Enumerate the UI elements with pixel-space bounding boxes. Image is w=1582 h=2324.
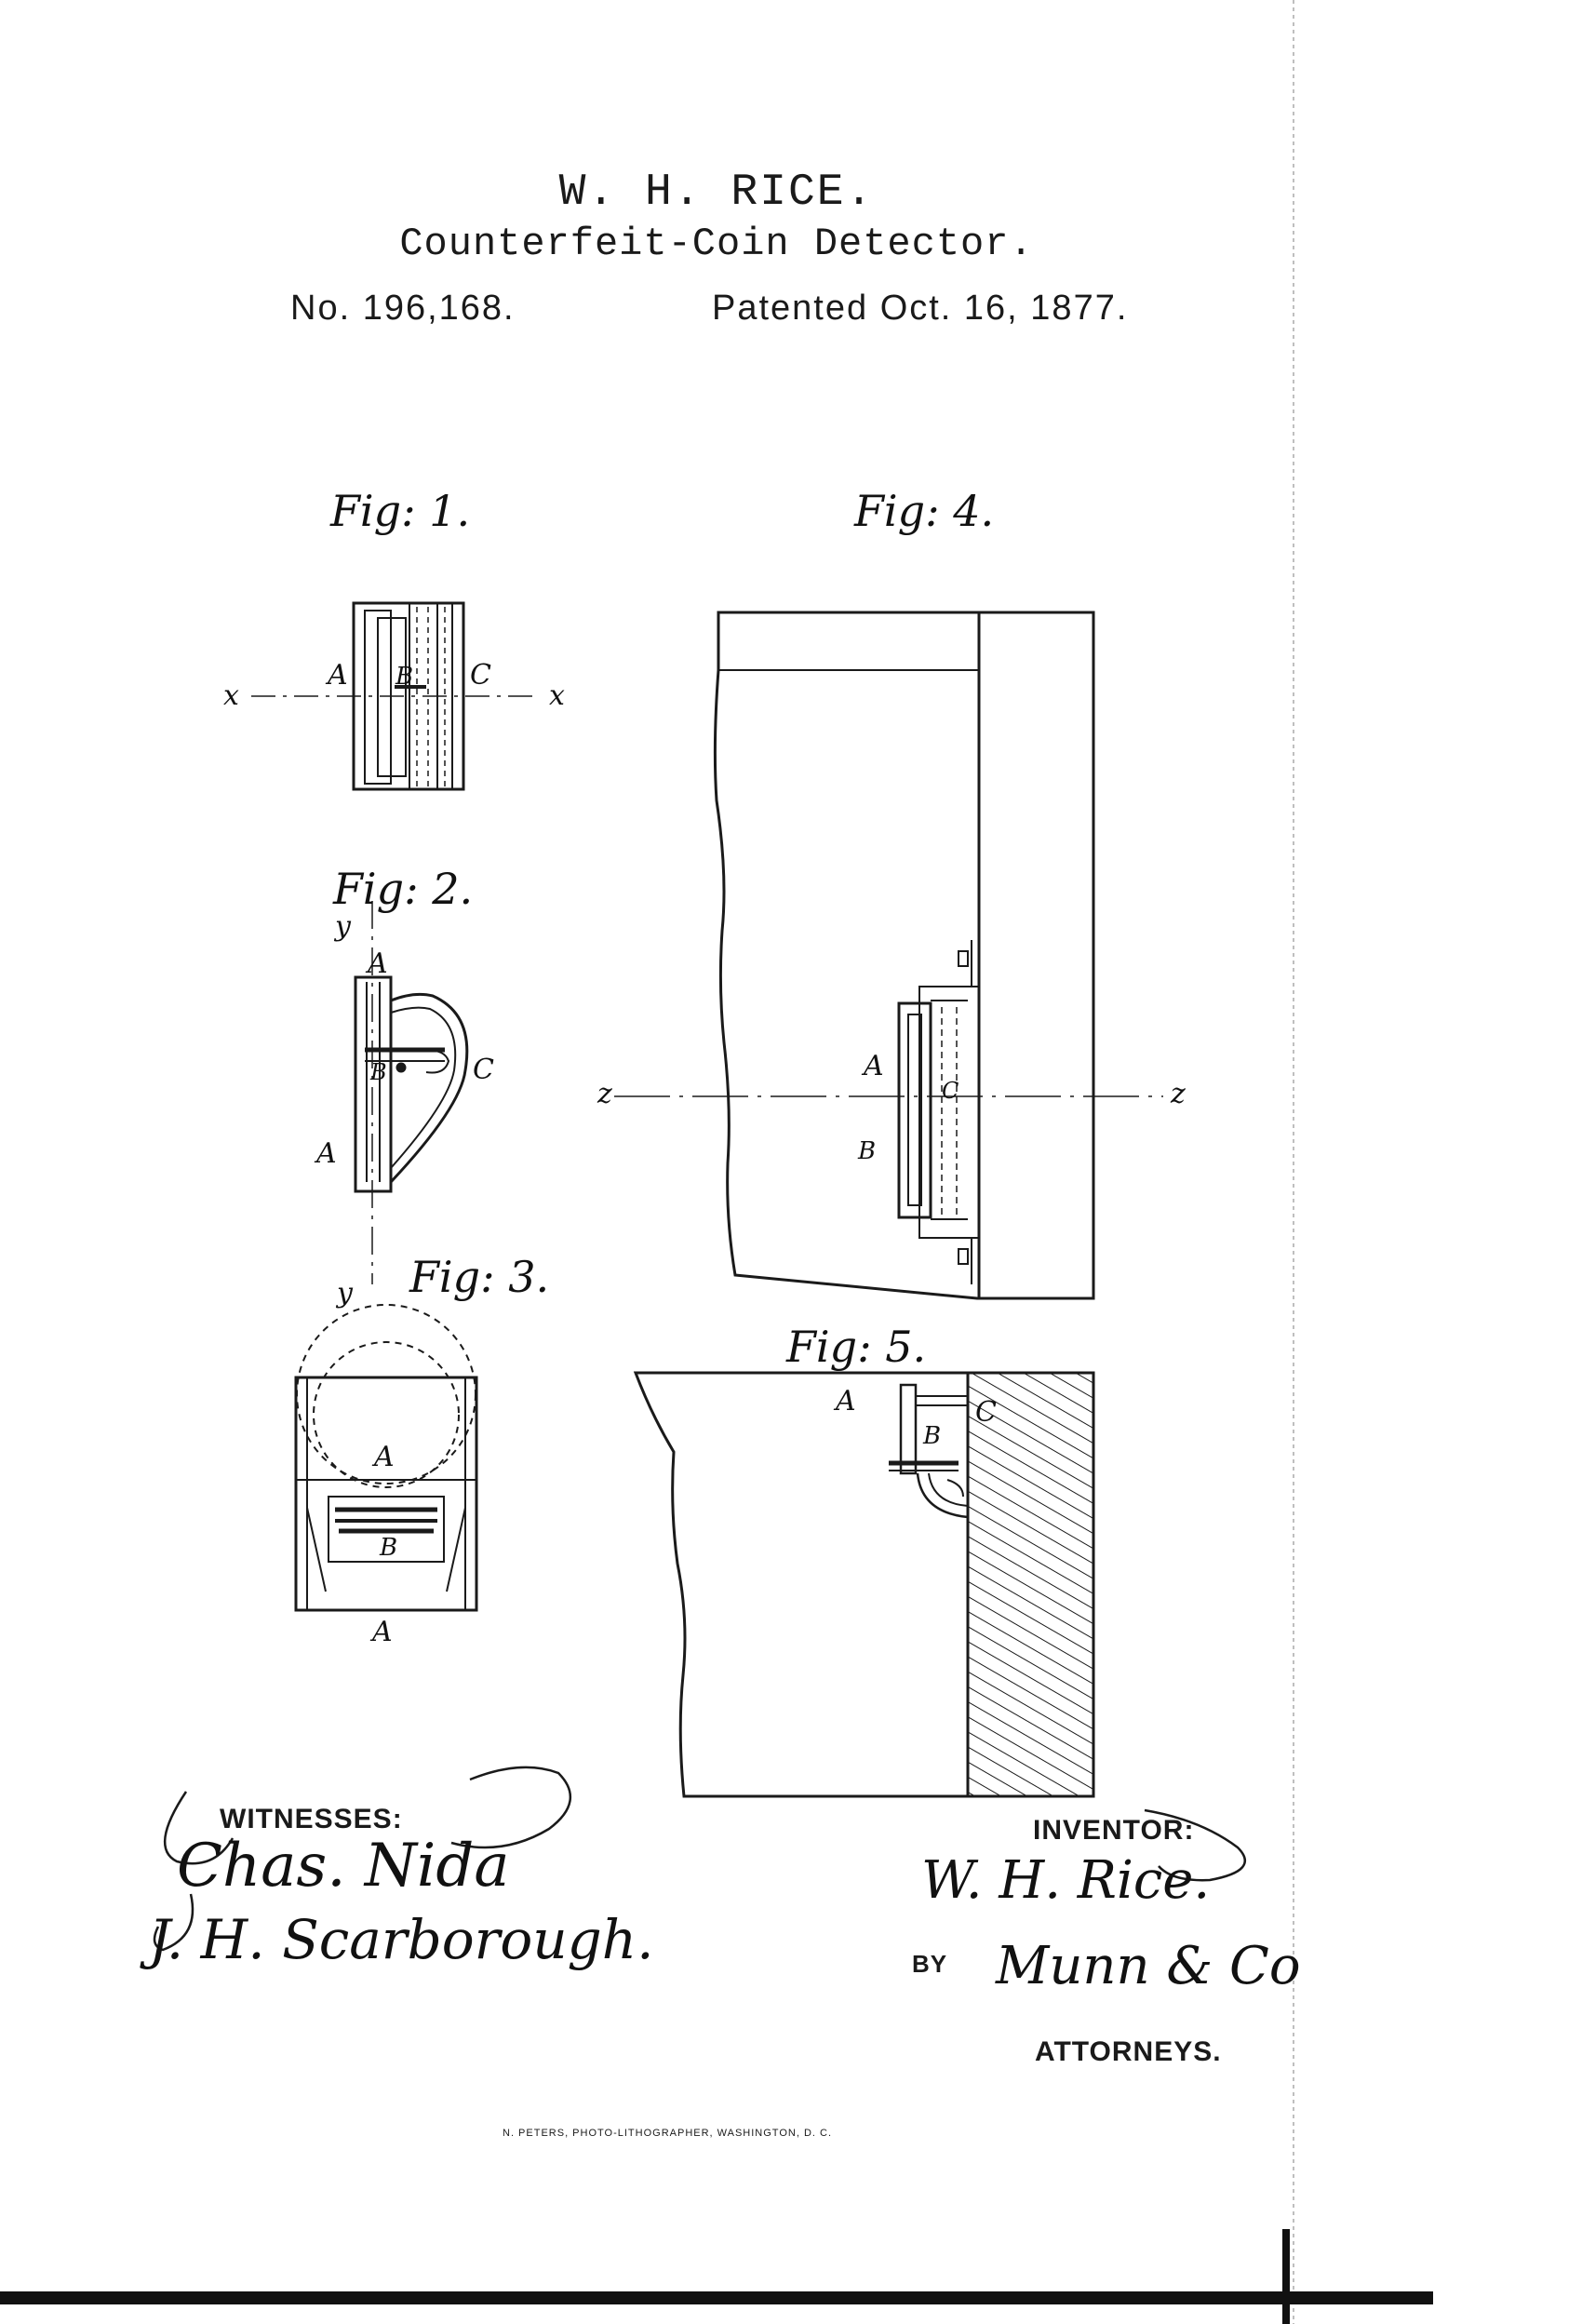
fig-3-label: Fig: 3. bbox=[409, 1252, 550, 1302]
fig4-letter-a: A bbox=[864, 1050, 884, 1082]
fig2-letter-b: B bbox=[370, 1059, 387, 1085]
lithographer-credit: N. PETERS, PHOTO-LITHOGRAPHER, WASHINGTO… bbox=[503, 2128, 832, 2139]
signature-flourishes bbox=[153, 1766, 1247, 1952]
fig1-letter-a: A bbox=[328, 659, 348, 692]
figure-2-drawing bbox=[354, 901, 469, 1284]
fig-2-label: Fig: 2. bbox=[333, 864, 474, 914]
inventor-signature: W. H. Rice. bbox=[921, 1850, 1211, 1911]
fig3-letter-b: B bbox=[380, 1534, 398, 1562]
fig1-letter-x-left: x bbox=[223, 679, 239, 712]
invention-title: Counterfeit-Coin Detector. bbox=[399, 222, 1034, 266]
fig1-letter-c: C bbox=[470, 659, 491, 692]
fig4-letter-c: C bbox=[942, 1078, 959, 1104]
fig1-letter-x-right: x bbox=[549, 679, 565, 712]
figure-1-drawing bbox=[251, 601, 540, 791]
fig2-letter-c: C bbox=[473, 1054, 494, 1086]
fig-1-label: Fig: 1. bbox=[330, 486, 471, 536]
figure-5-drawing bbox=[633, 1371, 1095, 1798]
fig2-letter-y-bottom: y bbox=[337, 1277, 353, 1310]
fig1-letter-b: B bbox=[396, 663, 414, 691]
by-label: BY bbox=[912, 1950, 948, 1978]
fig3-letter-a-bottom: A bbox=[372, 1616, 393, 1648]
patent-number: No. 196,168. bbox=[290, 289, 516, 328]
fig-4-label: Fig: 4. bbox=[854, 486, 995, 536]
fig5-letter-b: B bbox=[923, 1422, 942, 1450]
fig4-letter-b: B bbox=[858, 1137, 877, 1165]
inventor-name: W. H. RICE. bbox=[558, 168, 875, 218]
fig3-letter-a-top: A bbox=[374, 1441, 395, 1473]
fig2-letter-a-top: A bbox=[368, 947, 388, 980]
attorneys-label: ATTORNEYS. bbox=[1035, 2036, 1222, 2067]
fig4-letter-z-left: z bbox=[597, 1078, 612, 1110]
fig2-letter-a-bottom: A bbox=[316, 1137, 337, 1170]
inventor-label: INVENTOR: bbox=[1033, 1815, 1195, 1846]
fig-5-label: Fig: 5. bbox=[786, 1322, 927, 1372]
figure-4-drawing bbox=[614, 611, 1163, 1300]
fig5-letter-c: C bbox=[975, 1396, 997, 1429]
witnesses-label: WITNESSES: bbox=[220, 1804, 403, 1834]
attorney-signature: Munn & Co bbox=[996, 1936, 1301, 1996]
witness-2-signature: J. H. Scarborough. bbox=[149, 1908, 654, 1971]
fig2-letter-y-top: y bbox=[335, 910, 351, 943]
patent-date: Patented Oct. 16, 1877. bbox=[712, 289, 1129, 328]
figure-3-drawing bbox=[294, 1304, 478, 1612]
fig5-letter-a: A bbox=[836, 1385, 856, 1417]
fig4-letter-z-right: z bbox=[1171, 1078, 1186, 1110]
witness-1-signature: Chas. Nida bbox=[177, 1832, 510, 1901]
